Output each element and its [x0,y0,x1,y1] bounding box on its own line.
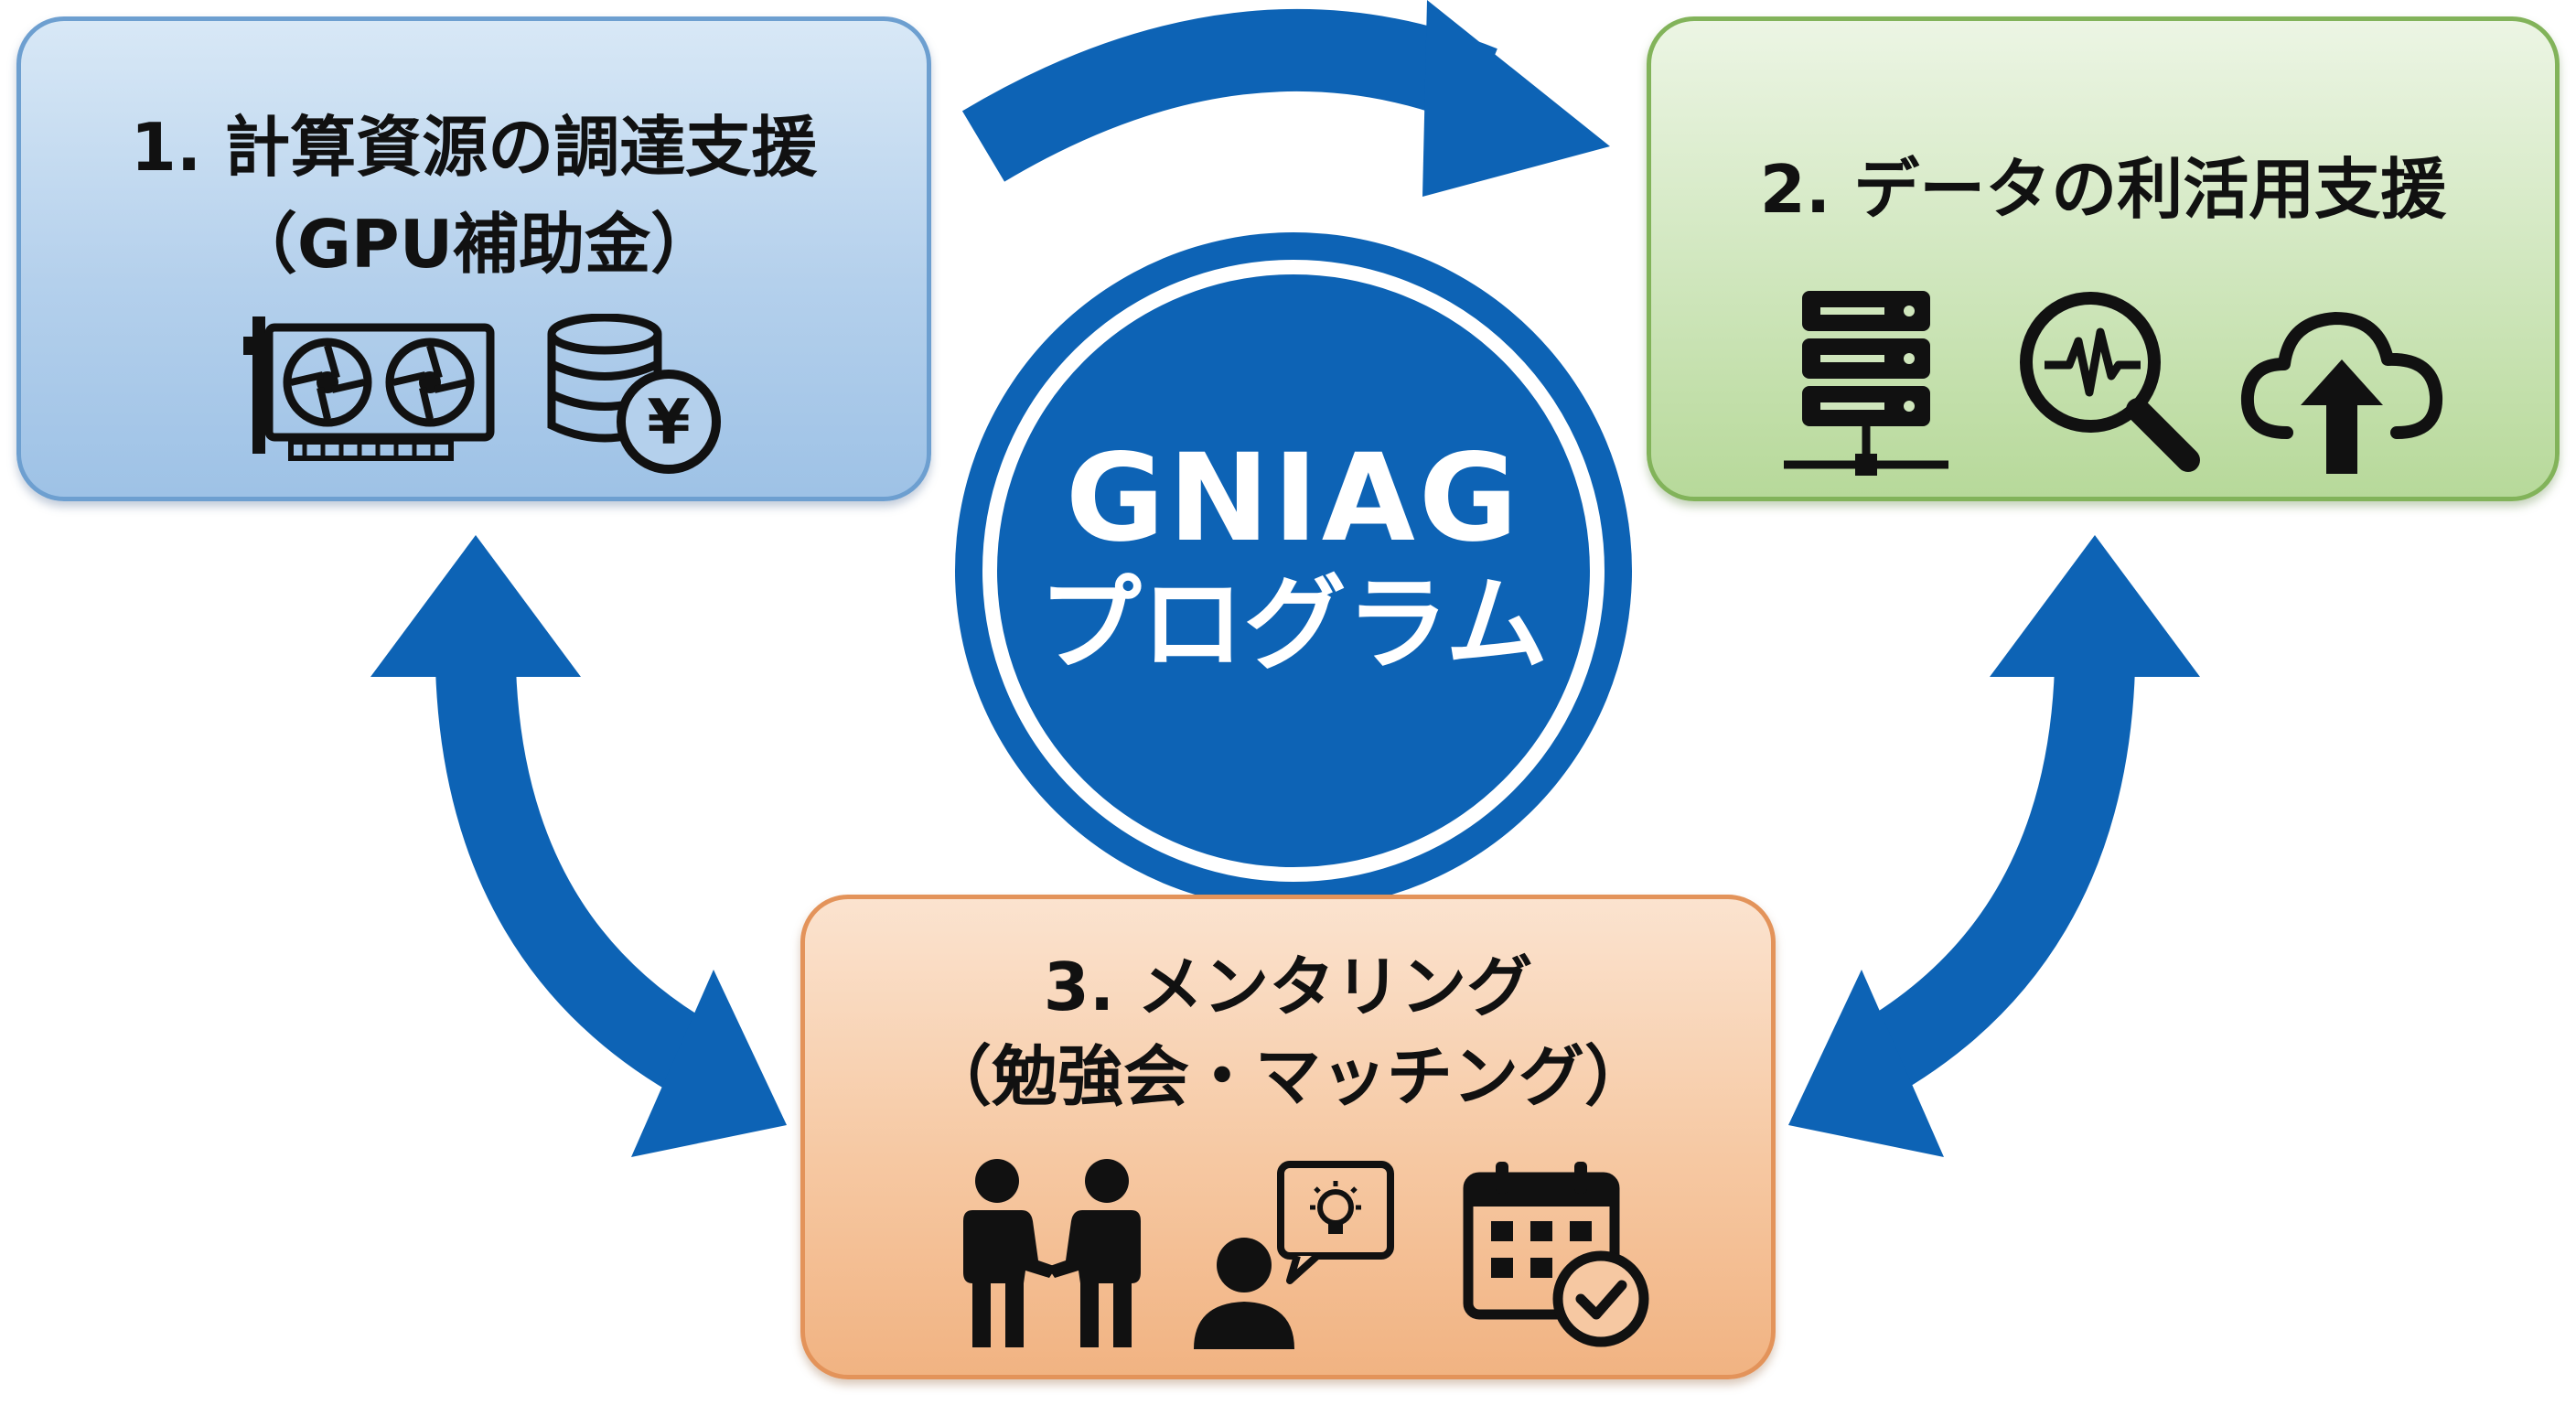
cloud-upload-icon [2240,312,2443,474]
mentoring-box: 3. メンタリング （勉強会・マッチング） [800,895,1776,1379]
arrow-compute-mentoring [370,535,787,1157]
compute-box-title: 1. 計算資源の調達支援 [130,109,818,186]
center-subtitle: プログラム [1038,565,1549,684]
data-support-box: 2. データの利活用支援 [1647,16,2560,501]
svg-text:¥: ¥ [647,387,690,459]
compute-box-subtitle: （GPU補助金） [231,206,717,283]
center-program-circle [955,232,1632,909]
gpu-card-icon [243,316,495,461]
mentoring-box-subtitle: （勉強会・マッチング） [925,1038,1650,1115]
coin-stack-yen-icon: ¥ [547,314,721,474]
magnifier-waveform-icon [2020,292,2200,472]
calendar-check-icon [1463,1162,1649,1347]
person-idea-bubble-icon [1194,1161,1394,1349]
handshake-people-icon [963,1159,1141,1347]
arrow-compute-to-data [961,0,1610,197]
center-title: GNIAG [1065,428,1522,569]
arrow-data-mentoring [1788,535,2200,1157]
server-rack-icon [1784,291,1948,476]
mentoring-box-title: 3. メンタリング [1043,949,1533,1025]
compute-support-box: 1. 計算資源の調達支援 （GPU補助金） ¥ [16,16,931,501]
data-box-title: 2. データの利活用支援 [1759,151,2447,228]
